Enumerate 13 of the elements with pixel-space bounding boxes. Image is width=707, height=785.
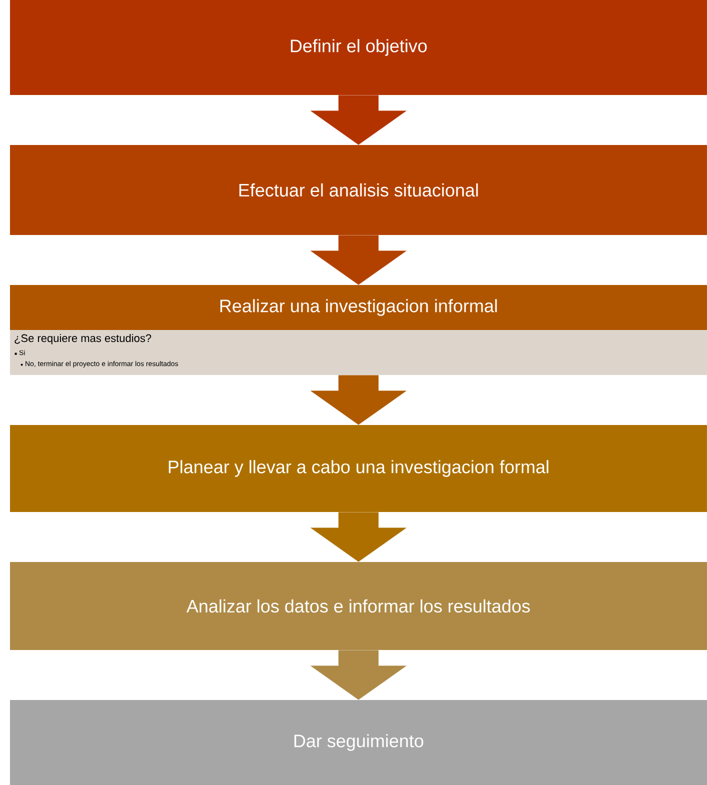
block-arrow	[310, 512, 407, 562]
process-box: Analizar los datos e informar los resultados	[10, 562, 707, 650]
block-arrow	[310, 375, 407, 425]
process-box: Dar seguimiento	[10, 700, 707, 785]
note-band	[10, 330, 707, 375]
process-box: Realizar una investigacion informal	[10, 285, 707, 330]
process-box: Planear y llevar a cabo una investigacion formal	[10, 425, 707, 512]
process-box: Definir el objetivo	[10, 0, 707, 95]
block-arrow	[310, 95, 407, 145]
process-box: Efectuar el analisis situacional	[10, 145, 707, 235]
block-arrow	[310, 650, 407, 700]
question-text: ¿Se requiere mas estudios?	[14, 334, 152, 344]
block-arrow	[310, 235, 407, 285]
